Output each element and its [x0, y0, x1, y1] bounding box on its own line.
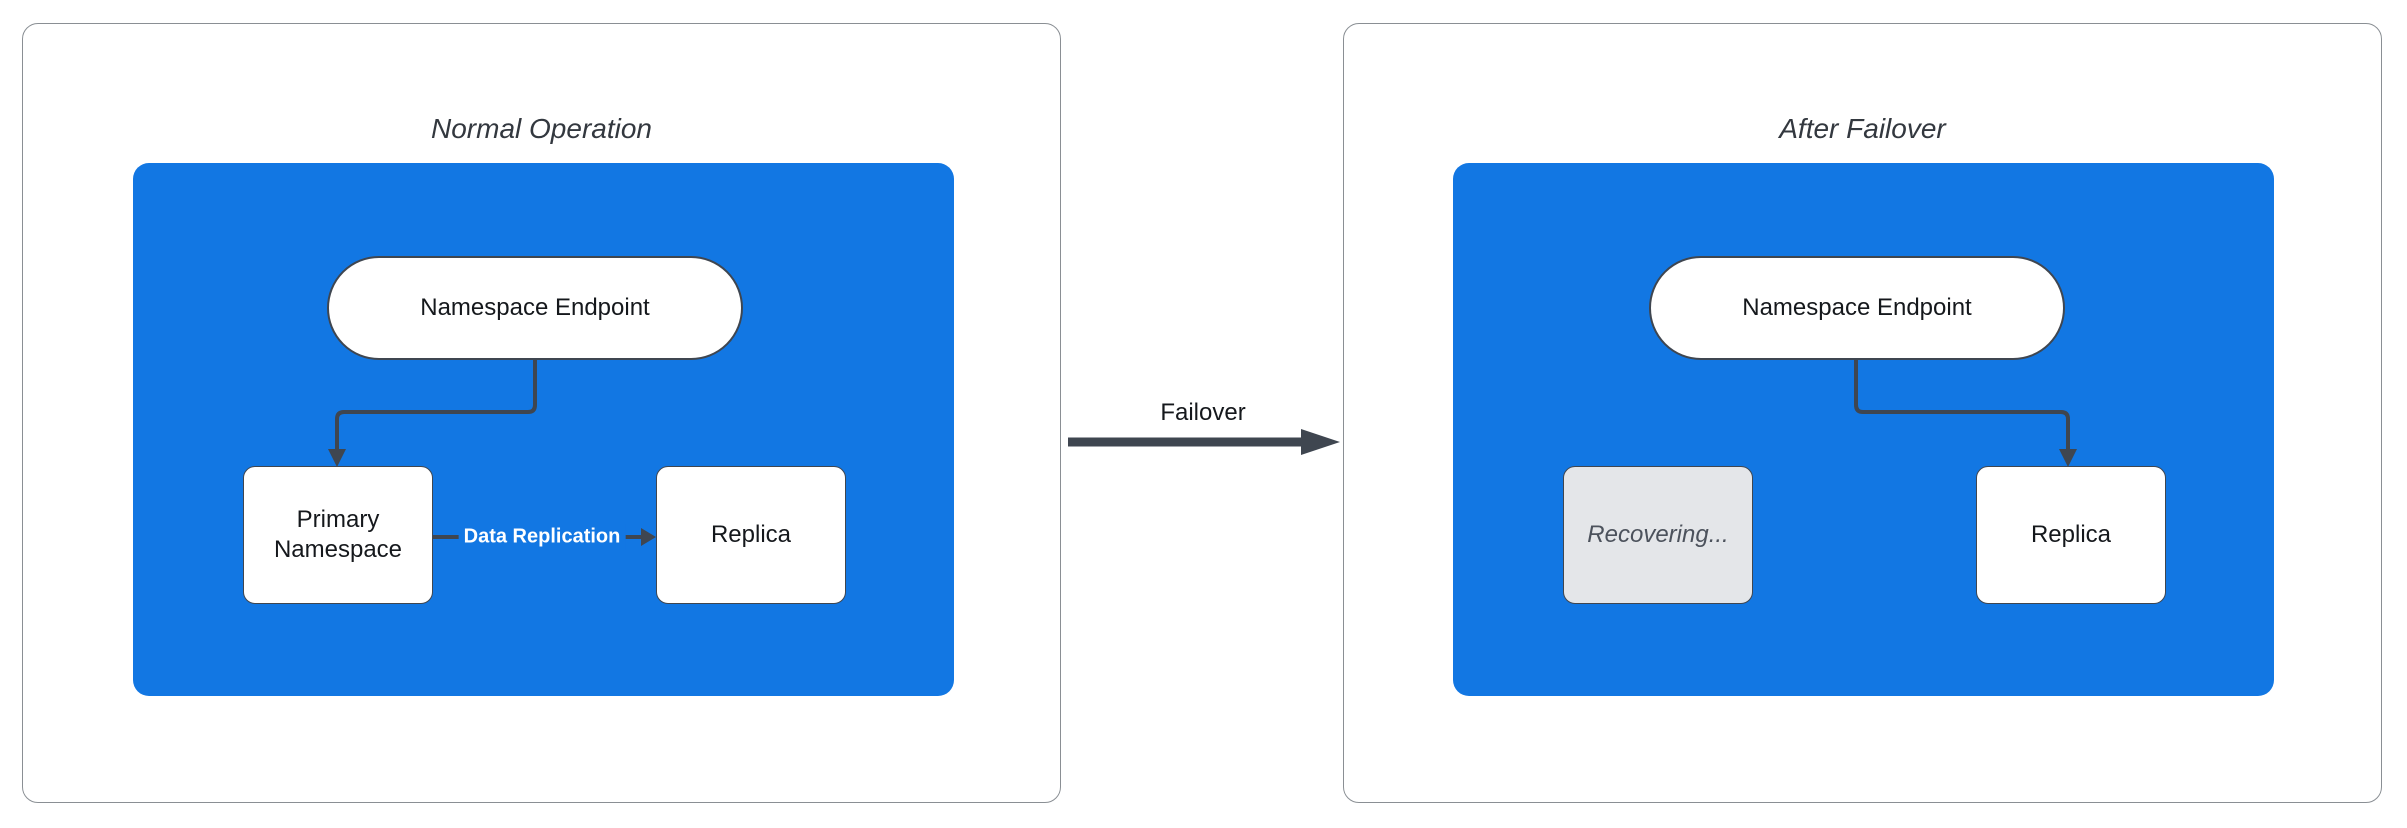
failover-arrow: [1068, 429, 1340, 455]
panel-title-after-failover: After Failover: [1779, 113, 1946, 144]
node-label-replica: Replica: [2030, 521, 2112, 548]
panel-normal-operation: Normal Operation Namespace Endpoint Prim…: [22, 23, 1061, 803]
node-primary-namespace: Primary Namespace: [243, 466, 433, 604]
node-namespace-endpoint-normal: Namespace Endpoint: [327, 256, 743, 360]
node-label-namespace-endpoint: Namespace Endpoint: [420, 294, 650, 321]
namespace-container-normal: Namespace Endpoint Primary Namespace Rep…: [133, 163, 954, 696]
node-label-recovering: Recovering...: [1587, 521, 1729, 548]
node-label-replica: Replica: [710, 521, 792, 548]
node-recovering: Recovering...: [1563, 466, 1753, 604]
node-replica-normal: Replica: [656, 466, 846, 604]
namespace-container-failover: Namespace Endpoint Recovering... Replica: [1453, 163, 2274, 696]
panel-title-normal-operation: Normal Operation: [431, 113, 652, 144]
data-replication-label: Data Replication: [458, 523, 626, 551]
node-label-namespace-endpoint: Namespace Endpoint: [1742, 294, 1972, 321]
node-replica-failover: Replica: [1976, 466, 2166, 604]
failover-label: Failover: [1154, 399, 1252, 427]
node-label-primary-namespace: Primary Namespace: [273, 506, 403, 563]
panel-after-failover: After Failover Namespace Endpoint Recove…: [1343, 23, 2382, 803]
node-namespace-endpoint-failover: Namespace Endpoint: [1649, 256, 2065, 360]
